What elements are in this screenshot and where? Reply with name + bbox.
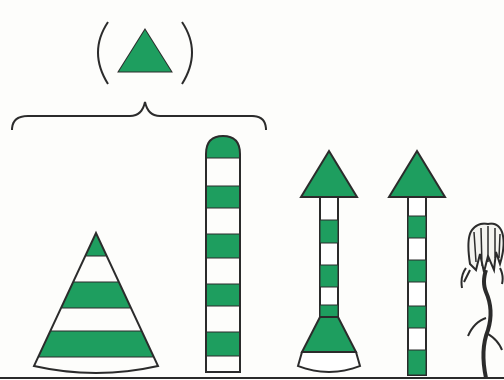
pole-band <box>408 306 426 328</box>
base-bottom <box>298 352 360 372</box>
arrow-head <box>301 151 357 197</box>
pillar-band <box>202 332 244 356</box>
canopy-line <box>499 234 500 258</box>
right-parenthesis <box>182 22 192 84</box>
pole-shaft <box>320 197 338 317</box>
canopy-tendrils <box>462 268 503 288</box>
pillar-band <box>202 234 244 258</box>
small-triangle <box>118 29 172 72</box>
base-top-band <box>302 317 356 352</box>
arrow-head <box>389 151 445 197</box>
pillar-band <box>202 186 244 208</box>
pole-band <box>320 220 338 243</box>
striped-cone-group <box>20 233 180 373</box>
tree-canopy <box>468 224 503 272</box>
cone-stripes <box>20 233 180 357</box>
bracketed-triangle-group <box>12 22 266 130</box>
pole-band <box>320 265 338 287</box>
arrow-pole-group <box>389 151 445 375</box>
canopy-line <box>481 228 482 266</box>
cone-band <box>20 233 180 256</box>
tree-branch <box>468 318 486 336</box>
tree-trunk <box>483 270 490 378</box>
striped-pillar-group <box>202 130 244 372</box>
pole-band <box>408 216 426 238</box>
arrow-pole-base-group <box>298 151 360 372</box>
pole-band <box>408 350 426 375</box>
pole-band <box>408 260 426 282</box>
curly-bracket <box>12 102 266 130</box>
stylized-tree-group <box>462 224 504 378</box>
cone-band <box>20 282 180 308</box>
pillar-stripes <box>202 130 244 356</box>
left-parenthesis <box>98 22 108 84</box>
pole-band <box>320 305 338 317</box>
tree-branch <box>488 334 502 350</box>
pillar-band <box>202 284 244 306</box>
